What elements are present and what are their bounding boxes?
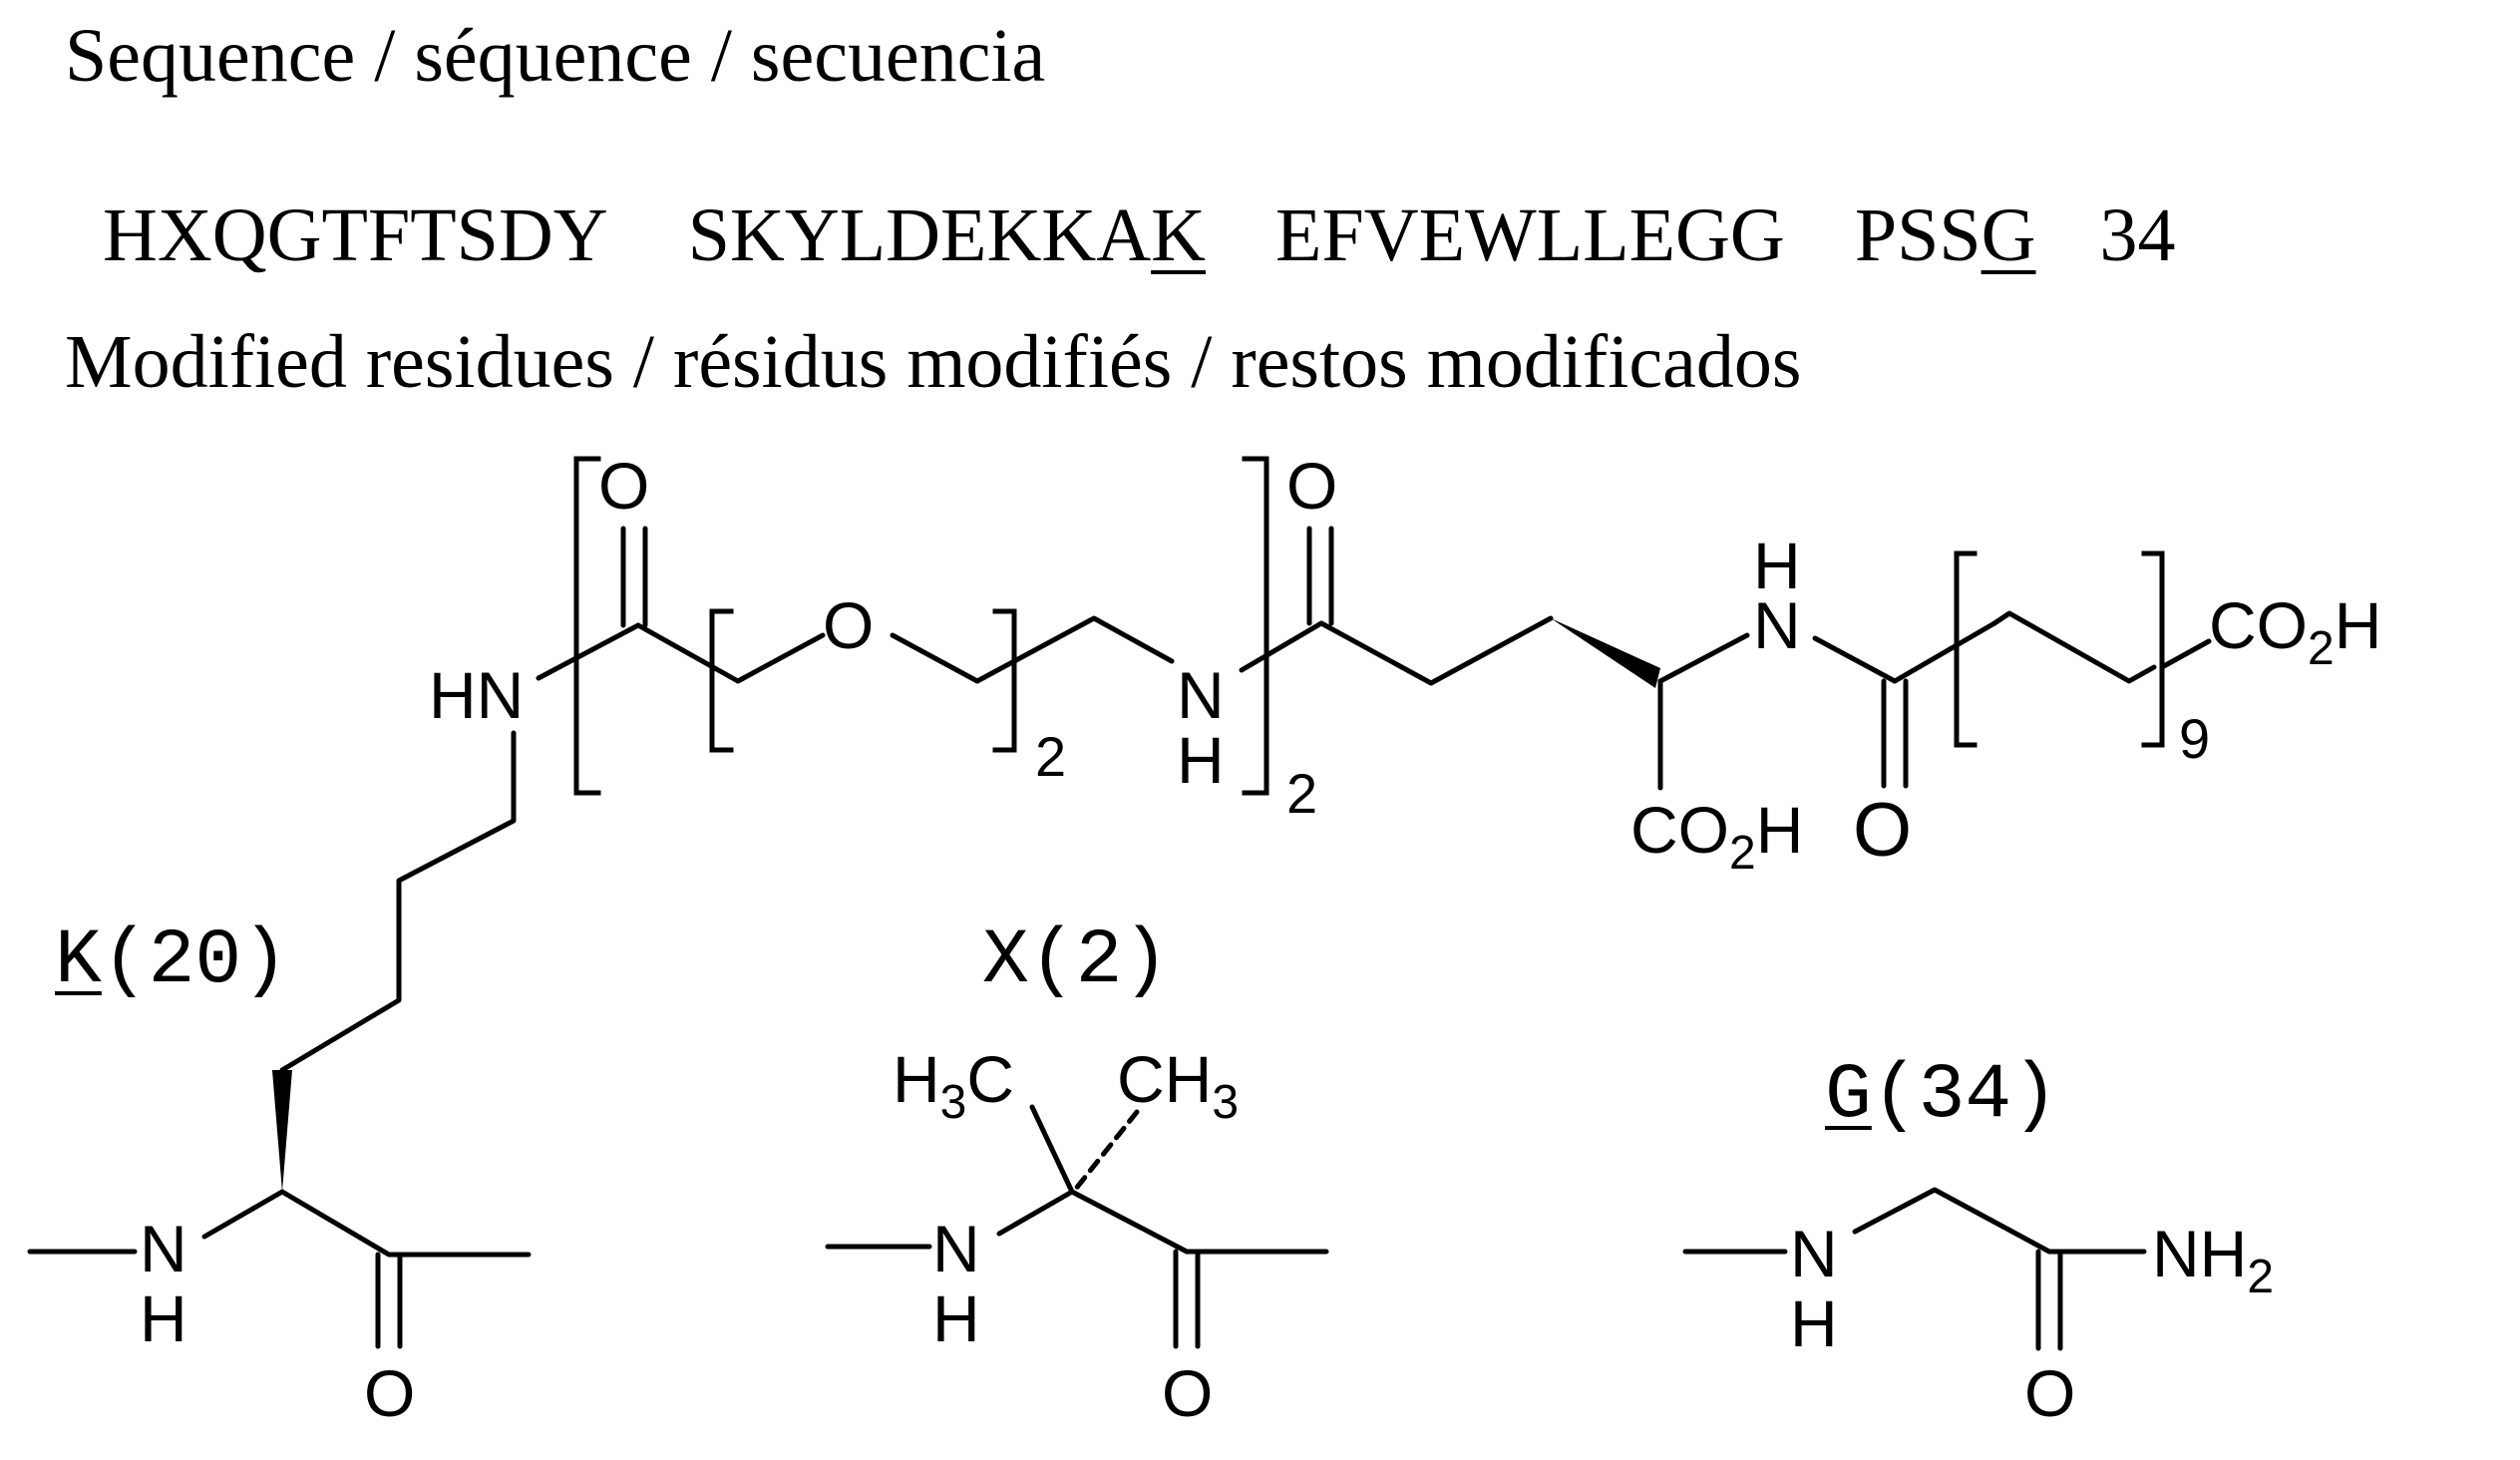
k20-n-label: N xyxy=(140,1212,187,1285)
repeat-count-fatty: 9 xyxy=(2179,707,2210,770)
glu-carboxyl-label: CO2H xyxy=(1630,793,1803,880)
stereo-wedge-k20 xyxy=(272,1070,292,1192)
side-chain-oxygen-1: O xyxy=(598,449,649,523)
x2-n-label: N xyxy=(932,1212,980,1285)
glu-n-label: N xyxy=(1753,588,1801,662)
g34-o-label: O xyxy=(2024,1356,2075,1430)
k20-h-label: H xyxy=(140,1281,187,1355)
g34-structure: N H O NH2 xyxy=(1682,1187,2274,1430)
sequence-segment-2: SKYLDEKKAK xyxy=(687,193,1207,277)
sequence-heading: Sequence / séquence / secuencia xyxy=(65,14,1046,98)
g34-n-label: N xyxy=(1790,1217,1838,1290)
repeat-count-inner: 2 xyxy=(1035,725,1066,788)
terminal-carboxyl-label: CO2H xyxy=(2209,588,2381,675)
side-chain-hn-label: HN xyxy=(429,658,524,732)
amide-n-label: N xyxy=(1177,658,1225,732)
x2-h-label: H xyxy=(932,1281,980,1355)
x2-ch3-right: CH3 xyxy=(1117,1042,1239,1129)
label-x2: X(2) xyxy=(982,917,1170,1005)
sequence-segment-4: PSSG xyxy=(1854,193,2036,277)
repeat-bracket-left-outer xyxy=(573,456,601,796)
repeat-bracket-right-fatty xyxy=(2141,550,2165,748)
k20-o-label: O xyxy=(364,1356,415,1430)
x2-ch3-left: H3C xyxy=(893,1042,1014,1129)
glu-h-label: H xyxy=(1753,529,1801,602)
sequence-segment-1: HXQGTFTSDY xyxy=(103,193,608,277)
sequence-segment-3: EFVEWLLEGG xyxy=(1275,193,1785,277)
repeat-count-outer: 2 xyxy=(1286,762,1317,825)
side-chain-oxygen-3: O xyxy=(1853,788,1912,873)
g34-h-label: H xyxy=(1790,1286,1838,1360)
modified-residue-k20-marker: K xyxy=(1151,193,1207,277)
x2-structure: H3C CH3 N H O xyxy=(825,1042,1329,1430)
modified-residue-g34-marker: G xyxy=(1980,193,2036,277)
label-g34: G(34) xyxy=(1825,1052,2059,1140)
repeat-bracket-left-fatty xyxy=(1954,550,1978,748)
side-chain-structure: HN O O 2 N H 2 O xyxy=(279,449,2381,1073)
side-chain-oxygen-2: O xyxy=(1286,449,1337,523)
modified-residues-heading: Modified residues / résidus modifiés / r… xyxy=(65,320,1802,404)
x2-o-label: O xyxy=(1162,1356,1213,1430)
repeat-bracket-right-outer xyxy=(1242,456,1269,796)
ether-oxygen: O xyxy=(823,588,874,662)
repeat-bracket-left-inner xyxy=(709,608,734,753)
repeat-bracket-right-inner xyxy=(992,608,1017,753)
k20-backbone-structure: N H O xyxy=(27,1070,532,1430)
label-k20: K(20) xyxy=(55,917,289,1005)
amide-h-label: H xyxy=(1177,723,1225,797)
stereo-wedge-glu xyxy=(1551,618,1660,688)
g34-nh2-label: NH2 xyxy=(2152,1217,2274,1303)
sequence-length: 34 xyxy=(2099,193,2176,277)
